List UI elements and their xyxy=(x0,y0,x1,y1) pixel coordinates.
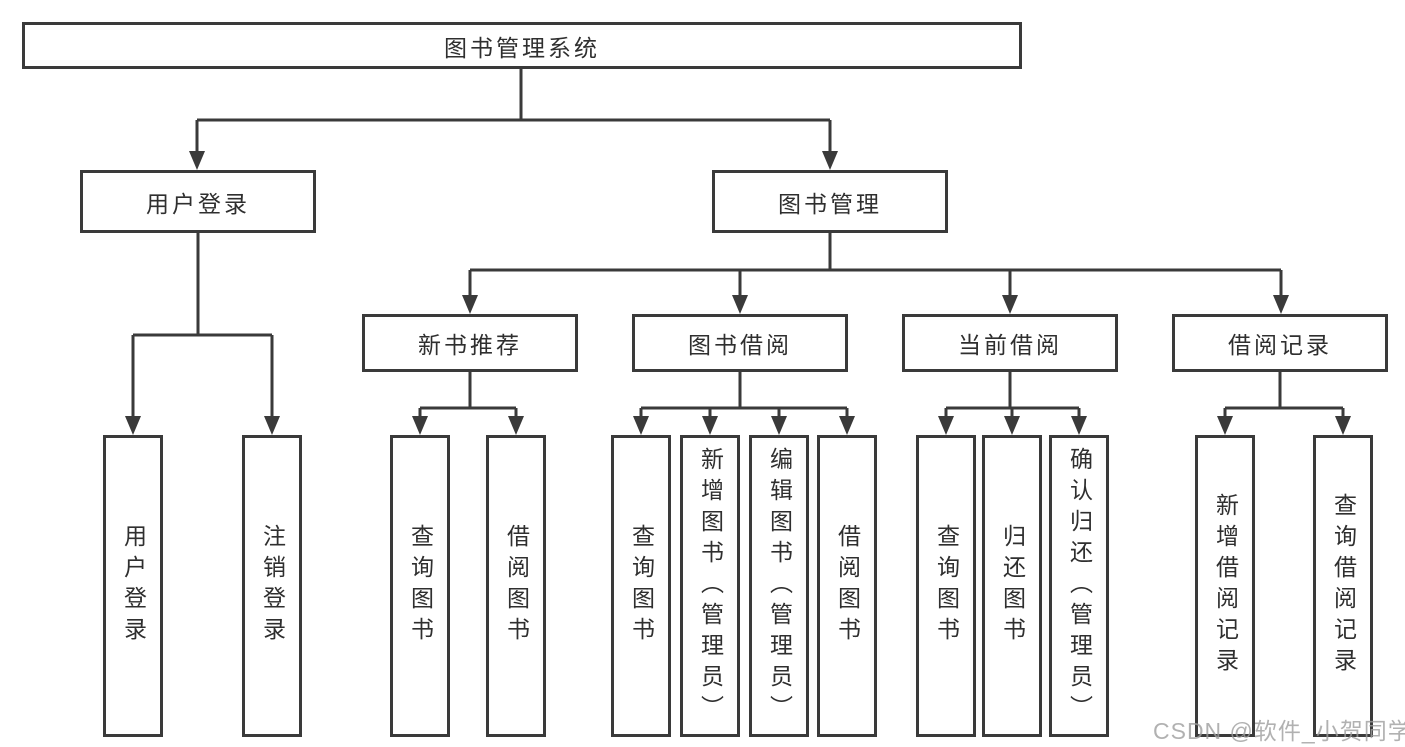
node-book-borrow: 图书借阅 xyxy=(632,314,848,372)
leaf-borrow-books-recommend: 借阅图书 xyxy=(486,435,546,737)
connector-new-book-recommend-to-leaves xyxy=(412,372,524,435)
leaf-logout: 注销登录 xyxy=(242,435,302,737)
node-user-login: 用户登录 xyxy=(80,170,316,233)
leaf-add-borrow-record: 新增借阅记录 xyxy=(1195,435,1255,737)
leaf-borrow-books: 借阅图书 xyxy=(817,435,877,737)
connector-root-to-level2 xyxy=(189,68,838,170)
leaf-confirm-return-admin: 确认归还（管理员） xyxy=(1049,435,1109,737)
connector-user-login-to-leaves xyxy=(125,233,280,435)
leaf-query-books-borrow: 查询图书 xyxy=(611,435,671,737)
connector-current-borrow-to-leaves xyxy=(938,372,1087,435)
node-new-book-recommend: 新书推荐 xyxy=(362,314,578,372)
node-current-borrow: 当前借阅 xyxy=(902,314,1118,372)
connector-borrow-records-to-leaves xyxy=(1217,372,1351,435)
connector-book-management-to-level3 xyxy=(462,233,1289,314)
connector-book-borrow-to-leaves xyxy=(633,372,855,435)
leaf-query-borrow-record: 查询借阅记录 xyxy=(1313,435,1373,737)
node-library-management-system: 图书管理系统 xyxy=(22,22,1022,69)
node-book-management: 图书管理 xyxy=(712,170,948,233)
leaf-edit-books-admin: 编辑图书（管理员） xyxy=(749,435,809,737)
leaf-query-books-current: 查询图书 xyxy=(916,435,976,737)
leaf-return-books: 归还图书 xyxy=(982,435,1042,737)
leaf-add-books-admin: 新增图书（管理员） xyxy=(680,435,740,737)
node-borrow-records: 借阅记录 xyxy=(1172,314,1388,372)
leaf-query-books-recommend: 查询图书 xyxy=(390,435,450,737)
csdn-watermark: CSDN @软件_小贺同学 xyxy=(1153,718,1405,744)
leaf-user-login: 用户登录 xyxy=(103,435,163,737)
